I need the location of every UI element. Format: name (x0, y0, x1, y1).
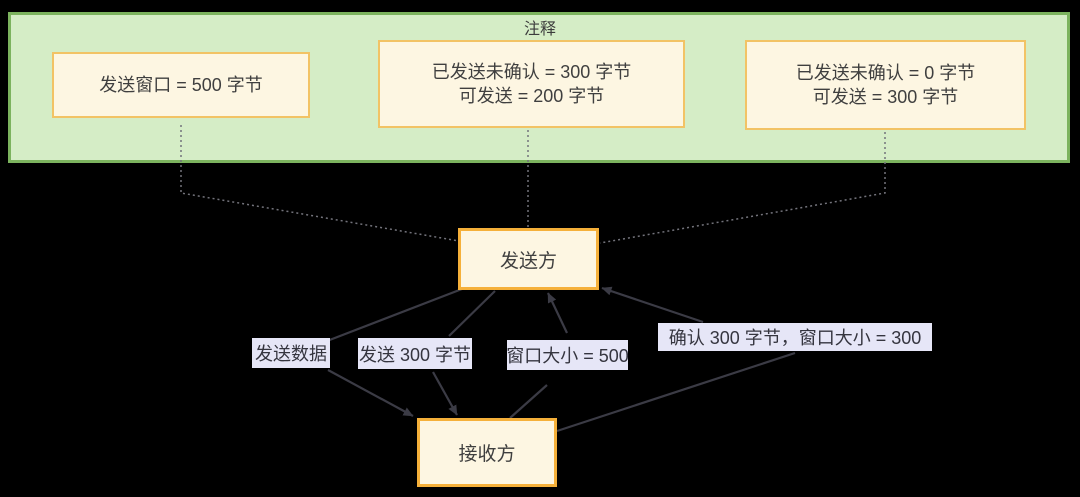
edge-send-data-upper (326, 287, 463, 343)
edge-send-300-lower (432, 371, 458, 416)
edge-window-500-lower (509, 384, 548, 419)
note-line: 发送窗口 = 500 字节 (99, 75, 263, 95)
edge-ack-300-lower (556, 351, 796, 433)
sender-node: 发送方 (458, 228, 599, 290)
edge-label-send-300-bytes: 发送 300 字节 (358, 338, 472, 369)
edge-ack-300-upper (601, 286, 704, 324)
note-line: 可发送 = 200 字节 (458, 86, 605, 106)
edge-window-500-upper (547, 292, 568, 334)
note-link-1 (180, 125, 460, 242)
note-line: 可发送 = 300 字节 (812, 87, 959, 107)
note-sent-unacked-300: 已发送未确认 = 300 字节 可发送 = 200 字节 (378, 40, 685, 128)
note-link-3 (599, 132, 886, 244)
annotation-panel-title: 注释 (523, 21, 556, 38)
receiver-node: 接收方 (417, 418, 557, 487)
edge-label-window-size-500: 窗口大小 = 500 (506, 340, 629, 370)
note-line: 已发送未确认 = 0 字节 (795, 63, 976, 83)
edge-send-data-lower (327, 369, 414, 417)
note-send-window: 发送窗口 = 500 字节 (52, 52, 310, 118)
edge-send-300-upper (448, 290, 496, 337)
edge-label-send-data: 发送数据 (252, 338, 330, 368)
edge-label-ack-300-bytes: 确认 300 字节，窗口大小 = 300 (658, 323, 932, 351)
note-sent-unacked-0: 已发送未确认 = 0 字节 可发送 = 300 字节 (745, 40, 1026, 130)
note-line: 已发送未确认 = 300 字节 (431, 62, 632, 82)
